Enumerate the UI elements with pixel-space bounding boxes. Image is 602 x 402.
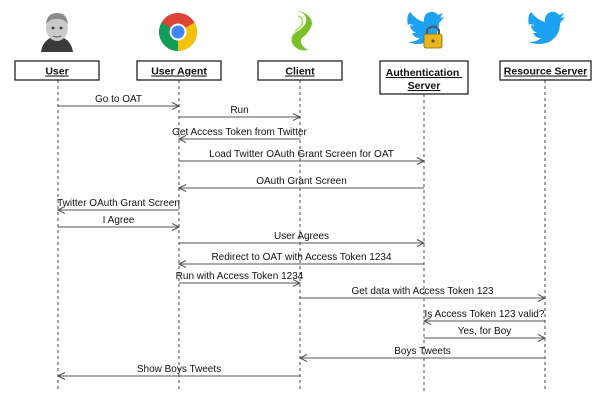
message-arrowhead [298, 354, 308, 362]
message-9: Redirect to OAT with Access Token 1234 [177, 252, 424, 268]
message-1: Go to OAT [58, 94, 181, 110]
message-label: OAuth Grant Screen [256, 176, 347, 187]
message-13: Yes, for Boy [424, 326, 547, 342]
message-arrowhead [177, 184, 187, 192]
message-arrowhead [416, 157, 426, 165]
participant-label-authentication-server: Authentication Server [386, 67, 462, 92]
message-arrowhead [56, 206, 66, 214]
message-label: Run [230, 105, 248, 116]
participant-label-client: Client [285, 66, 315, 78]
message-8: User Agrees [179, 231, 426, 247]
message-14: Boys Tweets [298, 346, 545, 362]
message-label: Show Boys Tweets [137, 364, 221, 375]
message-label: Get Access Token from Twitter [172, 127, 307, 138]
sencha-icon [291, 10, 312, 51]
message-label: Run with Access Token 1234 [176, 271, 304, 282]
message-label: Boys Tweets [394, 346, 451, 357]
participant-label-resource-server: Resource Server [504, 66, 587, 78]
message-2: Run [179, 105, 302, 121]
message-arrowhead [171, 223, 181, 231]
message-6: Twitter OAuth Grant Screen [56, 198, 180, 214]
message-15: Show Boys Tweets [56, 364, 300, 380]
message-arrowhead [292, 113, 302, 121]
message-arrowhead [416, 239, 426, 247]
message-arrowhead [177, 260, 187, 268]
participant-authentication-server: Authentication Server [379, 60, 469, 95]
message-arrowhead [177, 135, 187, 143]
message-arrowhead [537, 294, 547, 302]
twitter-bird-lock-icon [407, 11, 444, 49]
participant-user-agent: User Agent [136, 60, 222, 81]
message-arrowhead [422, 317, 432, 325]
message-5: OAuth Grant Screen [177, 176, 424, 192]
message-arrowhead [171, 102, 181, 110]
participant-label-user: User [45, 66, 68, 78]
chrome-icon [159, 13, 197, 51]
message-label: Yes, for Boy [458, 326, 512, 337]
participant-label-user-agent: User Agent [151, 66, 207, 78]
message-label: Get data with Access Token 123 [351, 286, 494, 297]
message-arrowhead [292, 279, 302, 287]
message-7: I Agree [58, 215, 181, 231]
message-label: Is Access Token 123 valid? [425, 309, 545, 320]
participant-resource-server: Resource Server [499, 60, 592, 81]
participant-user: User [14, 60, 100, 81]
message-10: Run with Access Token 1234 [176, 271, 304, 287]
message-label: I Agree [103, 215, 135, 226]
participant-label-authentication: Authentication [386, 67, 460, 79]
message-label: Go to OAT [95, 94, 142, 105]
participant-client: Client [257, 60, 343, 81]
message-arrowhead [56, 372, 66, 380]
message-12: Is Access Token 123 valid? [422, 309, 545, 325]
message-4: Load Twitter OAuth Grant Screen for OAT [179, 149, 426, 165]
message-3: Get Access Token from Twitter [172, 127, 308, 143]
user-avatar-icon [41, 12, 73, 52]
message-label: Redirect to OAT with Access Token 1234 [211, 252, 392, 263]
message-label: User Agrees [274, 231, 329, 242]
message-arrowhead [537, 334, 547, 342]
message-label: Load Twitter OAuth Grant Screen for OAT [209, 149, 394, 160]
message-11: Get data with Access Token 123 [300, 286, 547, 302]
participant-label-server: Server [408, 80, 441, 92]
message-label: Twitter OAuth Grant Screen [57, 198, 180, 209]
twitter-bird-icon [528, 11, 565, 44]
